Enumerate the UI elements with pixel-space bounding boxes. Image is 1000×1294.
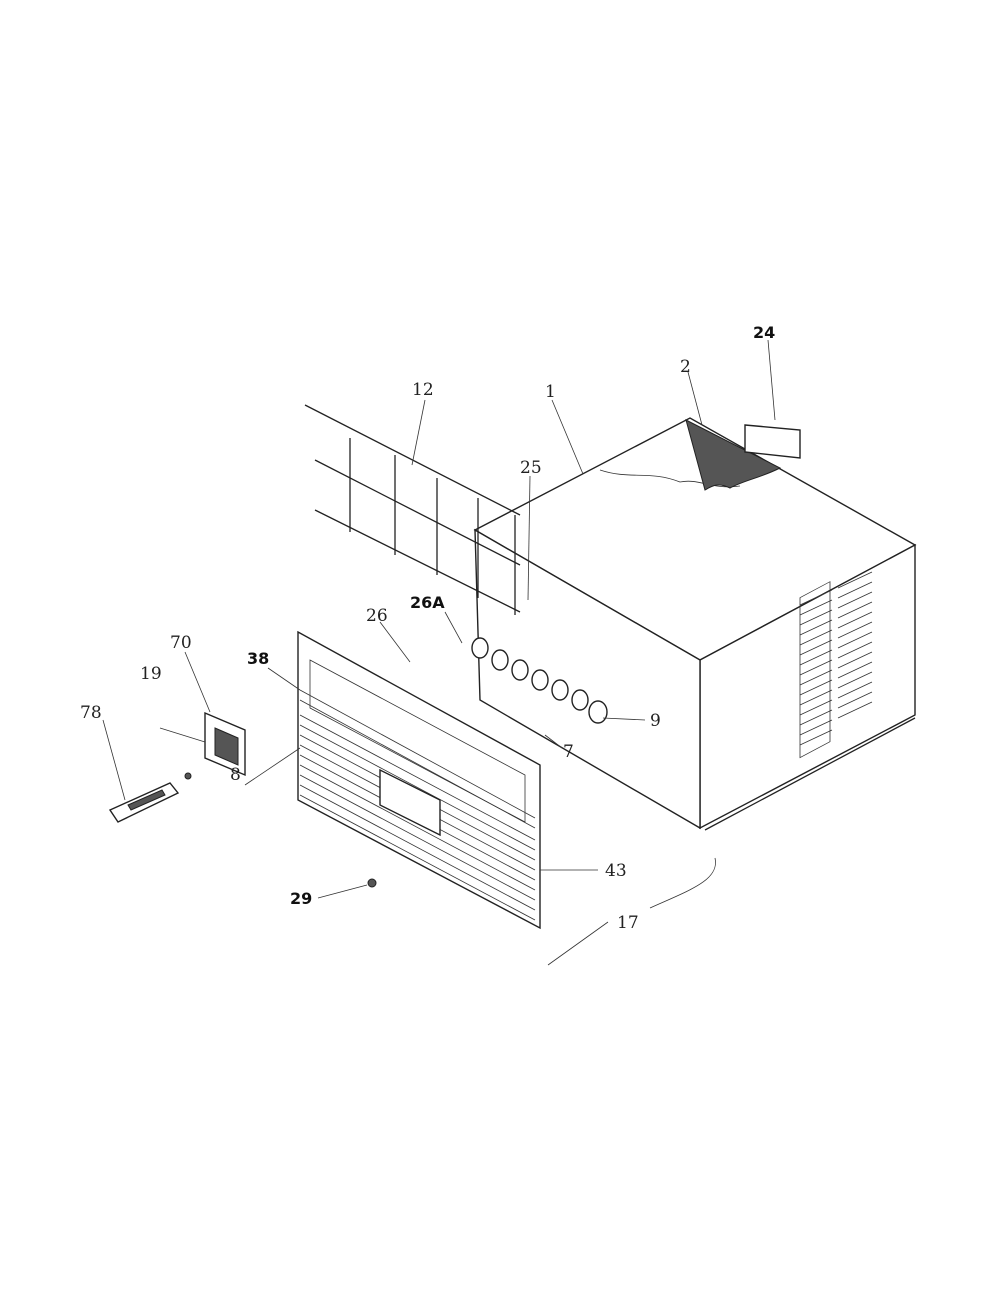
callout-70: 70 [170, 633, 192, 653]
callout-7: 7 [563, 742, 574, 762]
callout-24: 24 [753, 323, 775, 342]
callout-2: 2 [680, 357, 691, 377]
side-louvers [799, 571, 873, 746]
callout-25: 25 [520, 458, 542, 478]
callout-8: 8 [230, 765, 241, 785]
callout-78: 78 [80, 703, 102, 723]
callout-19: 19 [140, 664, 162, 684]
front-grille [297, 630, 541, 930]
callout-9: 9 [650, 711, 661, 731]
callout-26: 26 [366, 606, 388, 626]
screw-29 [367, 878, 377, 888]
callout-26a: 26A [410, 593, 445, 612]
control-knobs [471, 637, 608, 724]
callout-38: 38 [247, 649, 269, 668]
remote-control [108, 782, 180, 823]
control-panel [204, 711, 246, 777]
leader-lines [102, 339, 776, 966]
callout-43: 43 [605, 861, 627, 881]
side-curtain-frame [304, 404, 521, 615]
cabinet-wrapper [473, 417, 917, 831]
callout-17: 17 [617, 913, 639, 933]
callout-1: 1 [545, 382, 556, 402]
screw-19 [184, 772, 192, 780]
callout-12: 12 [412, 380, 434, 400]
rating-label [744, 424, 801, 459]
callout-29: 29 [290, 889, 312, 908]
insulation-panel [685, 419, 782, 491]
grille-slats [299, 689, 536, 921]
